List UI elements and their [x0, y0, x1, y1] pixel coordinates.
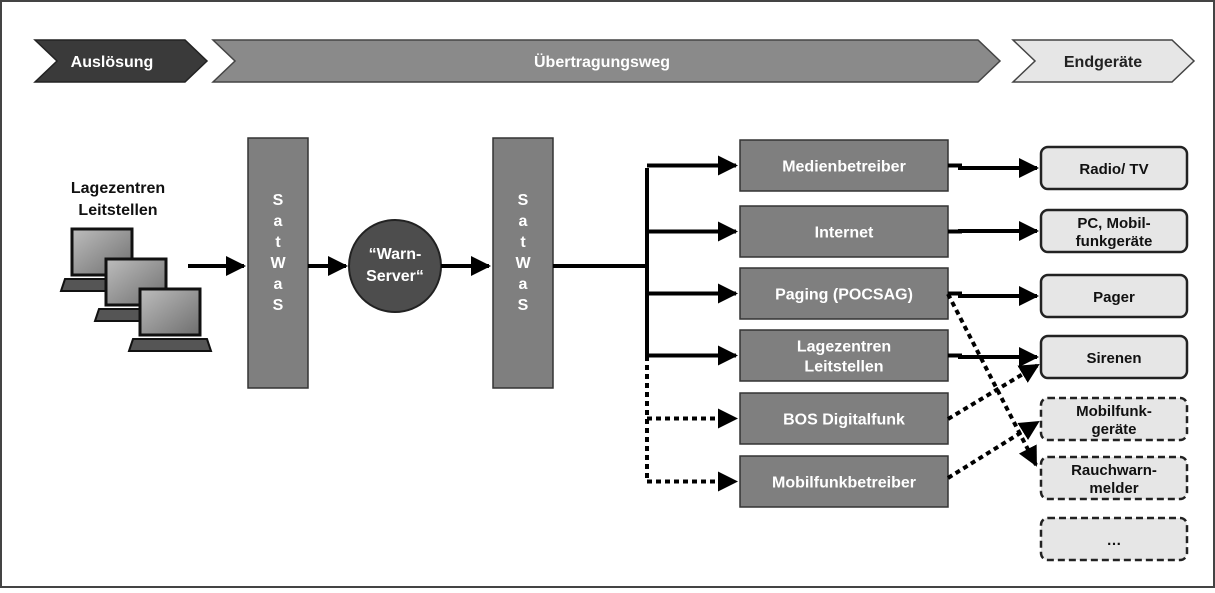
- device-box-radio-tv: [1039, 145, 1189, 191]
- phase-header: Auslösung Übertragungsweg Endgeräte: [33, 39, 1196, 83]
- channel-label-bos-digitalfunk: BOS Digitalfunk: [783, 412, 905, 429]
- device-box-more: [1039, 516, 1189, 562]
- channel-box-medienbetreiber: [739, 139, 949, 192]
- laptops-icon: [59, 227, 213, 352]
- device-label-pc-mobil-funkger-te: funkgeräte: [1076, 233, 1153, 250]
- device-label-pager: Pager: [1093, 289, 1135, 306]
- device-box-mobilfunk-ger-te: [1039, 396, 1189, 442]
- device-box-rauchwarn-melder: [1039, 455, 1189, 501]
- warn-server-node: “Warn- Server“: [348, 219, 442, 313]
- satwas-2-letter-2: a: [519, 213, 528, 230]
- source-label-line2: Leitstellen: [78, 202, 157, 219]
- channel-label-lagezentren-leitstellen: Lagezentren: [797, 339, 891, 356]
- satwas-1-letter-5: a: [274, 276, 283, 293]
- phase-transmission-label: Übertragungsweg: [534, 52, 670, 71]
- channel-box-mobilfunkbetreiber: [739, 455, 949, 508]
- satwas-1-letter-2: a: [274, 213, 283, 230]
- satwas-2-letter-3: t: [520, 234, 526, 251]
- device-label-sirenen: Sirenen: [1086, 350, 1141, 367]
- phase-trigger-chevron: [33, 39, 209, 83]
- channel-label-medienbetreiber: Medienbetreiber: [782, 159, 906, 176]
- device-box-pc-mobil-funkger-te: [1039, 208, 1189, 254]
- satwas-box-1: S a t W a S: [247, 137, 309, 389]
- device-label-radio-tv: Radio/ TV: [1079, 161, 1148, 178]
- device-label-mobilfunk-ger-te: Mobilfunk-: [1076, 403, 1152, 420]
- channel-label-mobilfunkbetreiber: Mobilfunkbetreiber: [772, 475, 916, 492]
- phase-endpoints-chevron: [1011, 39, 1196, 83]
- device-box-pager: [1039, 273, 1189, 319]
- satwas-box-2: S a t W a S: [492, 137, 554, 389]
- phase-endpoints-label: Endgeräte: [1064, 54, 1142, 71]
- channel-box-paging-pocsag: [739, 267, 949, 320]
- warn-server-line2: Server“: [366, 268, 424, 285]
- satwas-1-letter-6: S: [273, 297, 284, 314]
- link-arrow-medienbetreiber: [948, 158, 1039, 178]
- channel-label-internet: Internet: [815, 225, 874, 242]
- satwas-2-letter-5: a: [519, 276, 528, 293]
- satwas-1-letter-1: S: [273, 192, 284, 209]
- phase-transmission-chevron: [211, 39, 1002, 83]
- channel-box-bos-digitalfunk: [739, 392, 949, 445]
- link-arrow-lagezentren-leitstellen: [948, 347, 1039, 367]
- link-arrow-paging-pocsag: [948, 286, 1039, 306]
- source-label-line1: Lagezentren: [71, 180, 165, 197]
- link-arrow-internet: [948, 221, 1039, 241]
- satwas-2-letter-1: S: [518, 192, 529, 209]
- device-label-rauchwarn-melder: Rauchwarn-: [1071, 462, 1157, 479]
- channel-label-paging-pocsag: Paging (POCSAG): [775, 287, 913, 304]
- device-label-rauchwarn-melder: melder: [1089, 480, 1138, 497]
- device-label-mobilfunk-ger-te: geräte: [1091, 421, 1136, 438]
- device-label-pc-mobil-funkger-te: PC, Mobil-: [1077, 215, 1150, 232]
- channel-label-lagezentren-leitstellen: Leitstellen: [804, 359, 883, 376]
- channel-box-lagezentren-leitstellen: [739, 329, 949, 382]
- device-box-sirenen: [1039, 334, 1189, 380]
- satwas-1-letter-4: W: [270, 255, 286, 272]
- phase-trigger-label: Auslösung: [71, 54, 154, 71]
- satwas-1-letter-3: t: [275, 234, 281, 251]
- device-label-more: …: [1107, 532, 1122, 549]
- devices-layer: Radio/ TV PC, Mobil-funkgerätePagerSirene…: [948, 145, 1189, 562]
- warn-server-line1: “Warn-: [369, 246, 422, 263]
- satwas-2-letter-4: W: [515, 255, 531, 272]
- main-flow-arrows: [188, 168, 649, 480]
- satwas-2-letter-6: S: [518, 297, 529, 314]
